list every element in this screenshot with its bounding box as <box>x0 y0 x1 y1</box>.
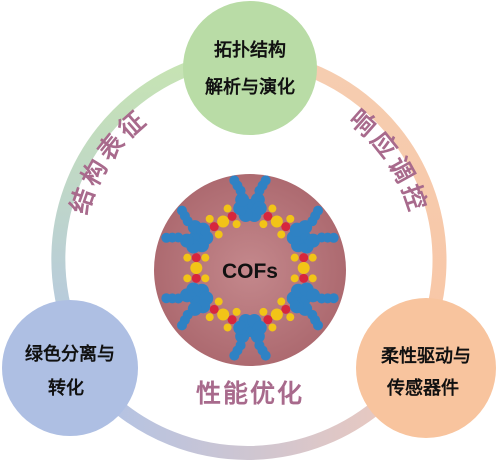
center-label: COFs <box>222 260 278 283</box>
framework-vertex-2 <box>286 205 339 254</box>
node-green-separation-circle <box>2 300 138 436</box>
node-green-separation: 绿色分离与 转化 <box>2 300 138 436</box>
framework-vertex-1 <box>229 175 271 223</box>
ring-segment-bottom <box>103 393 392 460</box>
node-green-separation-line1: 绿色分离与 <box>25 343 115 365</box>
node-flexible-devices-circle <box>356 298 496 438</box>
arc-label-performance-optimization: 性能优化 <box>196 379 304 408</box>
node-flexible-devices-line1: 柔性驱动与 <box>381 345 471 367</box>
node-flexible-devices-line2: 传感器件 <box>386 377 459 399</box>
node-topology-line1: 拓扑结构 <box>214 39 286 61</box>
framework-vertex-4 <box>229 313 271 361</box>
node-green-separation-line2: 转化 <box>48 377 84 399</box>
center-cof: COFs <box>154 174 346 366</box>
node-topology: 拓扑结构 解析与演化 <box>183 1 317 135</box>
framework-linker-4 <box>200 297 246 332</box>
node-flexible-devices: 柔性驱动与 传感器件 <box>356 298 496 438</box>
node-topology-circle <box>183 1 317 135</box>
framework-linker-5 <box>183 242 210 294</box>
node-topology-line2: 解析与演化 <box>205 76 295 98</box>
cof-framework-illustration <box>161 175 339 361</box>
framework-linker-6 <box>200 204 246 239</box>
center-disc <box>154 174 346 366</box>
